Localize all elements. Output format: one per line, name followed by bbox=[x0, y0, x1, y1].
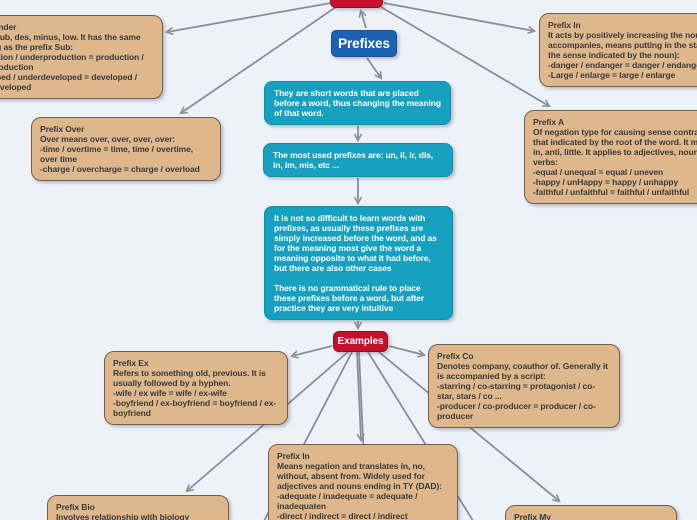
prefix-in-bottom-body: Means negation and translates in, no, wi… bbox=[277, 461, 442, 520]
connector-examples-to-ex bbox=[292, 345, 333, 356]
prefix-over-node[interactable]: Prefix Over Over means over, over, over,… bbox=[31, 117, 221, 181]
learning-note[interactable]: It is not so difficult to learn words wi… bbox=[264, 206, 453, 320]
connector-prefixes-to-intro bbox=[366, 57, 381, 78]
examples-node-label: Examples bbox=[337, 336, 384, 347]
prefix-under-node[interactable]: Prefix Under Means sub, des, minus, low.… bbox=[0, 15, 163, 99]
prefix-ex-body: Refers to something old, previous. It is… bbox=[113, 368, 277, 418]
prefix-a-title: Prefix A bbox=[533, 117, 565, 127]
most-used-note[interactable]: The most used prefixes are: un, il, ir, … bbox=[263, 143, 453, 177]
connector-root-to-in-top bbox=[383, 2, 534, 31]
most-used-note-text: The most used prefixes are: un, il, ir, … bbox=[273, 150, 433, 170]
prefix-under-title: Prefix Under bbox=[0, 22, 17, 32]
prefixes-node-label: Prefixes bbox=[338, 36, 390, 51]
prefix-bio-title: Prefix Bio bbox=[56, 502, 95, 512]
examples-node[interactable]: Examples bbox=[333, 331, 388, 352]
prefix-ex-title: Prefix Ex bbox=[113, 358, 149, 368]
prefix-in-bottom-node[interactable]: Prefix In Means negation and translates … bbox=[268, 444, 458, 520]
prefix-ex-node[interactable]: Prefix Ex Refers to something old, previ… bbox=[104, 351, 288, 425]
prefix-in-top-node[interactable]: Prefix In It acts by positively increasi… bbox=[539, 13, 697, 87]
connector-root-to-a bbox=[380, 6, 549, 106]
connector-root-to-over bbox=[181, 6, 337, 113]
prefix-in-top-body: It acts by positively increasing the nou… bbox=[548, 30, 697, 80]
prefix-in-top-title: Prefix In bbox=[548, 20, 581, 30]
prefix-co-node[interactable]: Prefix Co Denotes company, coauthor of. … bbox=[428, 344, 620, 428]
intro-note-text: They are short words that are placed bef… bbox=[274, 88, 441, 118]
prefix-a-body: Of negation type for causing sense contr… bbox=[533, 127, 697, 197]
prefix-under-body: Means sub, des, minus, low. It has the s… bbox=[0, 32, 144, 92]
prefix-in-bottom-title: Prefix In bbox=[277, 451, 310, 461]
prefix-co-title: Prefix Co bbox=[437, 351, 474, 361]
prefix-over-body: Over means over, over, over, over: -time… bbox=[40, 134, 200, 174]
connector-prefixes-to-root bbox=[361, 11, 367, 29]
prefix-a-node[interactable]: Prefix A Of negation type for causing se… bbox=[524, 110, 697, 204]
root-node[interactable] bbox=[330, 0, 383, 8]
prefixes-node[interactable]: Prefixes bbox=[331, 30, 397, 57]
prefix-bio-body: Involves relationship with biology bbox=[56, 512, 190, 520]
intro-note[interactable]: They are short words that are placed bef… bbox=[264, 81, 451, 125]
prefix-bio-node[interactable]: Prefix Bio Involves relationship with bi… bbox=[47, 495, 229, 520]
connector-examples-to-in-bottom bbox=[356, 351, 361, 440]
prefix-co-body: Denotes company, coauthor of. Generally … bbox=[437, 361, 608, 421]
connector-examples-to-co bbox=[388, 345, 424, 355]
prefix-my-title: Prefix My bbox=[514, 512, 551, 520]
learning-note-text: It is not so difficult to learn words wi… bbox=[274, 213, 437, 313]
connector-root-to-under bbox=[167, 2, 332, 32]
prefix-my-node[interactable]: Prefix My bbox=[505, 505, 677, 520]
prefix-over-title: Prefix Over bbox=[40, 124, 85, 134]
